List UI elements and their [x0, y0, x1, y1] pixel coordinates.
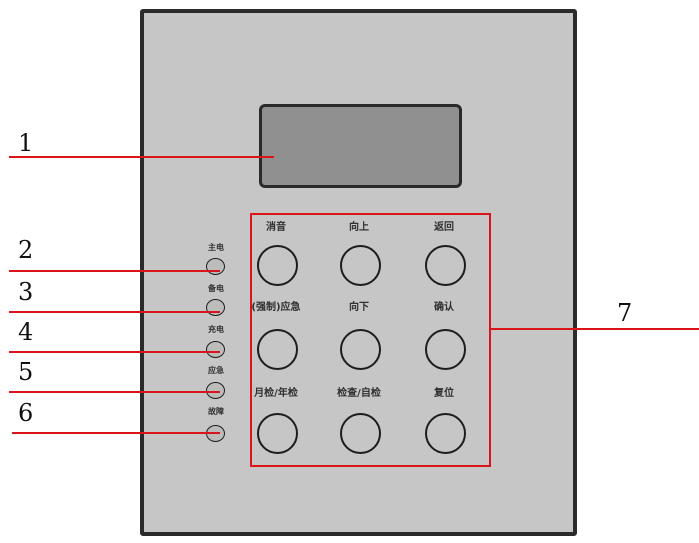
reset-button[interactable]	[425, 413, 466, 454]
main-power-indicator-label: 主电	[208, 243, 224, 252]
lcd-display	[259, 104, 462, 188]
main-power-indicator-light	[206, 258, 225, 275]
callout-7-leader-line	[489, 328, 699, 330]
emergency-indicator-light	[206, 382, 225, 399]
callout-5-leader-line	[9, 391, 220, 393]
back-button[interactable]	[425, 245, 466, 286]
charging-indicator-light	[206, 341, 225, 358]
callout-5: 5	[18, 358, 34, 386]
mute-button[interactable]	[257, 245, 298, 286]
emergency-button-label: (强制)应急	[251, 302, 301, 313]
back-button-label: 返回	[434, 222, 454, 233]
callout-3: 3	[18, 278, 34, 306]
callout-4: 4	[18, 318, 34, 346]
reset-button-label: 复位	[434, 388, 454, 399]
up-button-label: 向上	[349, 222, 369, 233]
callout-6-leader-line	[12, 432, 220, 434]
keypad-highlight-box	[250, 213, 491, 467]
self-check-button-label: 检查/自检	[337, 388, 381, 399]
callout-2: 2	[18, 236, 34, 264]
monthly-check-button-label: 月检/年检	[254, 388, 298, 399]
down-button[interactable]	[340, 329, 381, 370]
emergency-button[interactable]	[257, 329, 298, 370]
callout-7: 7	[617, 299, 633, 327]
backup-power-indicator-light	[206, 299, 225, 316]
callout-1: 1	[18, 129, 34, 157]
emergency-indicator-label: 应急	[208, 366, 224, 375]
monthly-check-button[interactable]	[257, 413, 298, 454]
charging-indicator-label: 充电	[208, 325, 224, 334]
down-button-label: 向下	[349, 302, 369, 313]
callout-1-leader-line	[9, 156, 274, 158]
confirm-button[interactable]	[425, 329, 466, 370]
up-button[interactable]	[340, 245, 381, 286]
fault-indicator-label: 故障	[208, 407, 224, 416]
self-check-button[interactable]	[340, 413, 381, 454]
callout-2-leader-line	[9, 270, 220, 272]
mute-button-label: 消音	[266, 222, 286, 233]
callout-3-leader-line	[9, 311, 220, 313]
backup-power-indicator-label: 备电	[208, 284, 224, 293]
callout-4-leader-line	[9, 351, 220, 353]
callout-6: 6	[18, 399, 34, 427]
confirm-button-label: 确认	[434, 302, 454, 313]
